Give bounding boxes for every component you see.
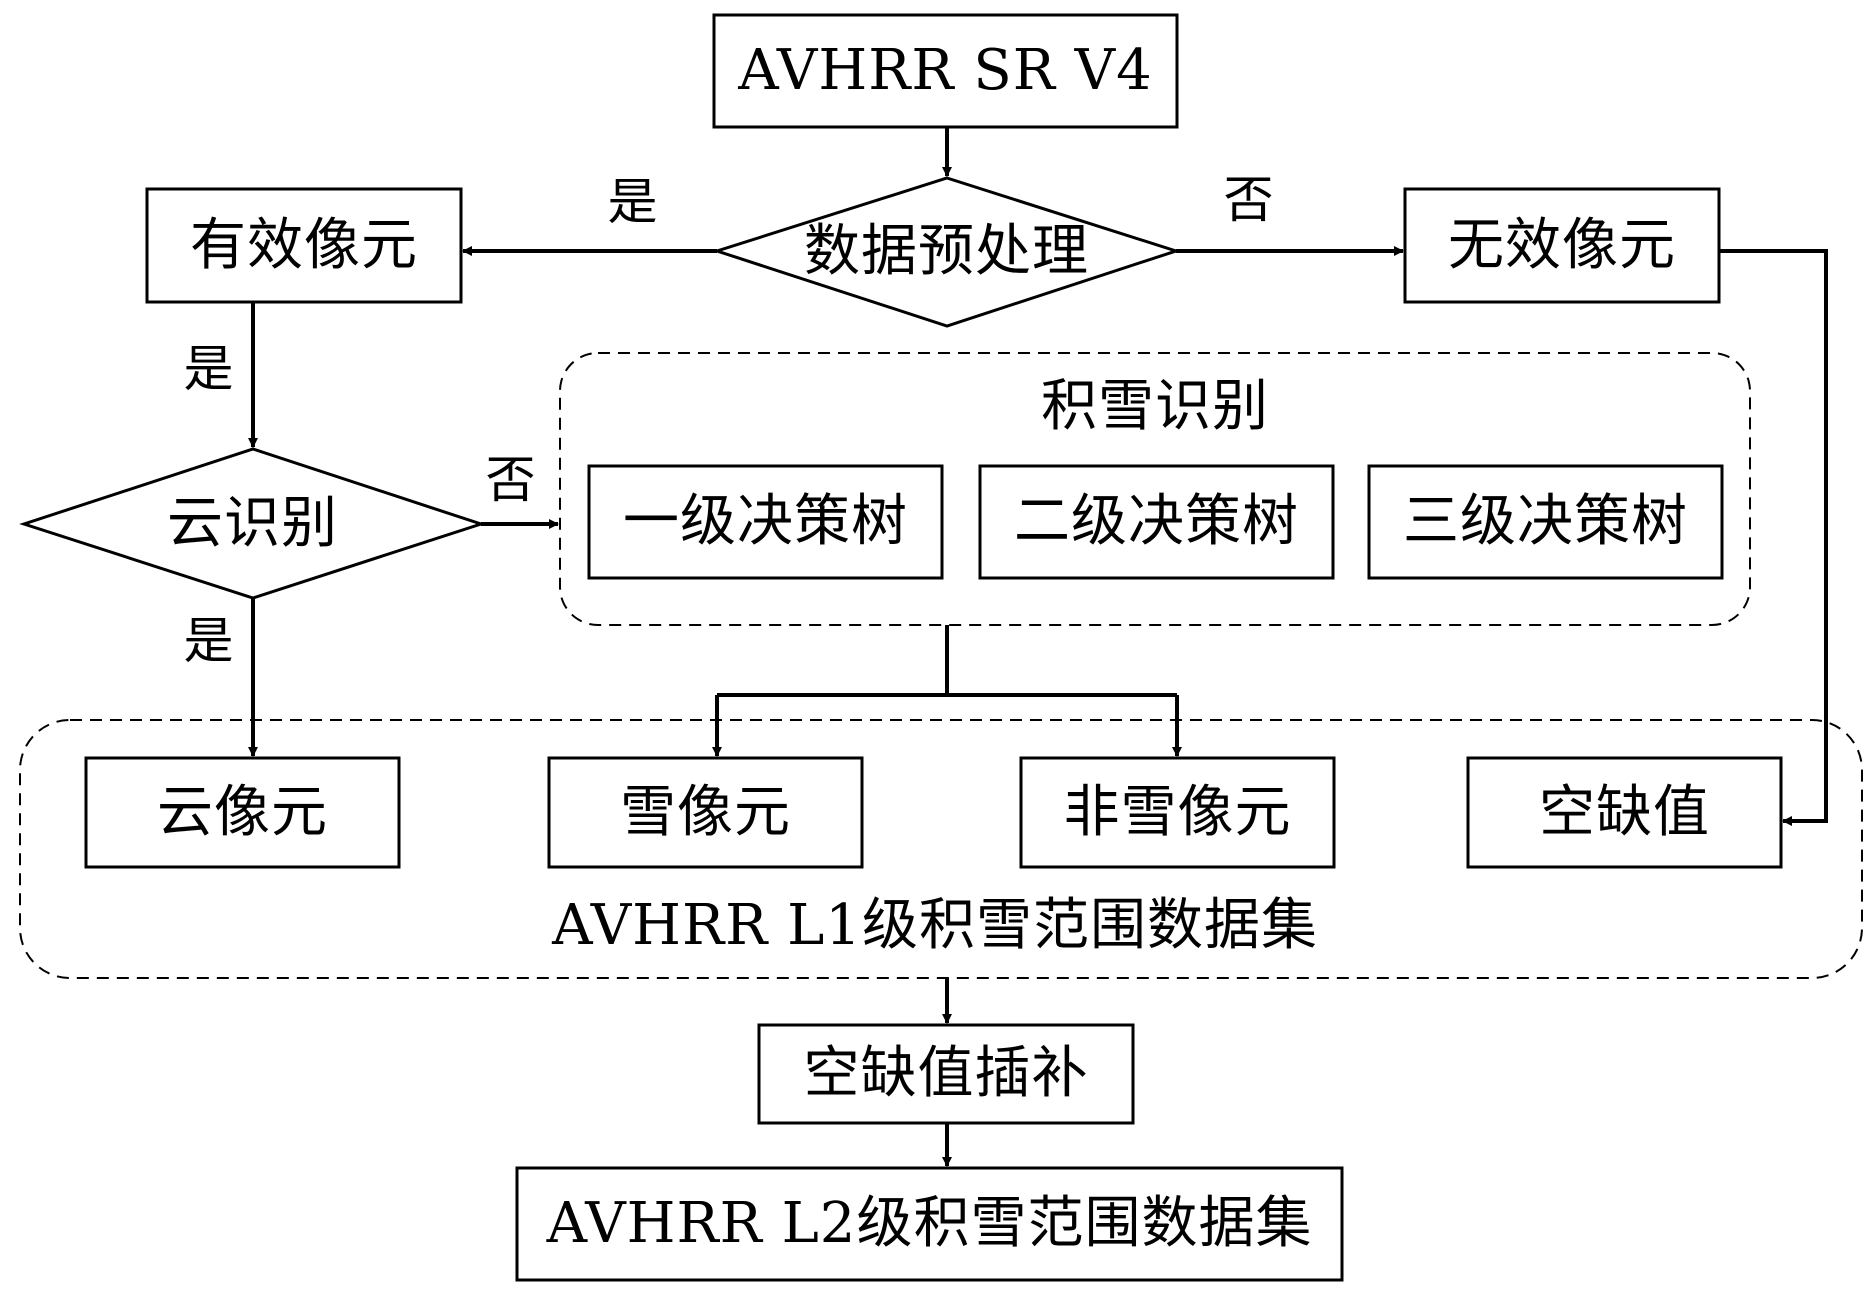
snow-pixel-box — [547, 756, 864, 869]
cloud-no-label: 否 — [485, 451, 537, 509]
gap-fill-label: 空缺值插补 — [803, 1041, 1089, 1106]
tree-level3-label: 三级决策树 — [1403, 489, 1688, 554]
tree-level2-label: 二级决策树 — [1014, 489, 1299, 554]
snow-identification-group — [559, 352, 1751, 626]
cloud-detect-label: 云识别 — [167, 490, 338, 556]
invalid-to-missing-arrow — [1719, 249, 1828, 826]
non-snow-pixel-box — [1019, 756, 1336, 869]
cloud-pixel-label: 云像元 — [157, 779, 328, 845]
tree-level3-box — [1367, 464, 1724, 580]
cloud-yes-label: 是 — [183, 612, 235, 670]
source-box — [712, 13, 1179, 129]
valid-pixel-label: 有效像元 — [190, 212, 418, 278]
missing-value-box — [1466, 756, 1783, 869]
tree-level2-box — [978, 464, 1335, 580]
valid-pixel-box — [145, 187, 463, 304]
invalid-pixel-box — [1403, 187, 1721, 304]
snow-pixel-label: 雪像元 — [620, 779, 791, 845]
source-label: AVHRR SR V4 — [738, 38, 1153, 103]
preprocess-yes-label: 是 — [607, 173, 659, 231]
invalid-pixel-label: 无效像元 — [1448, 212, 1676, 278]
missing-value-label: 空缺值 — [1539, 779, 1710, 845]
gap-fill-box — [757, 1023, 1135, 1125]
valid-yes-label: 是 — [183, 340, 235, 398]
l1-dataset-label: AVHRR L1级积雪范围数据集 — [552, 893, 1318, 958]
preprocess-diamond — [712, 176, 1181, 328]
l1-dataset-group — [19, 719, 1863, 979]
preprocess-label: 数据预处理 — [804, 219, 1089, 284]
tree-level1-box — [587, 464, 944, 580]
l2-dataset-box — [515, 1166, 1344, 1282]
preprocess-no-label: 否 — [1223, 171, 1275, 229]
l2-dataset-label: AVHRR L2级积雪范围数据集 — [546, 1191, 1313, 1256]
tree-level1-label: 一级决策树 — [623, 489, 908, 554]
snow-identification-label: 积雪识别 — [1041, 374, 1269, 439]
cloud-pixel-box — [84, 756, 401, 869]
non-snow-pixel-label: 非雪像元 — [1063, 779, 1292, 845]
